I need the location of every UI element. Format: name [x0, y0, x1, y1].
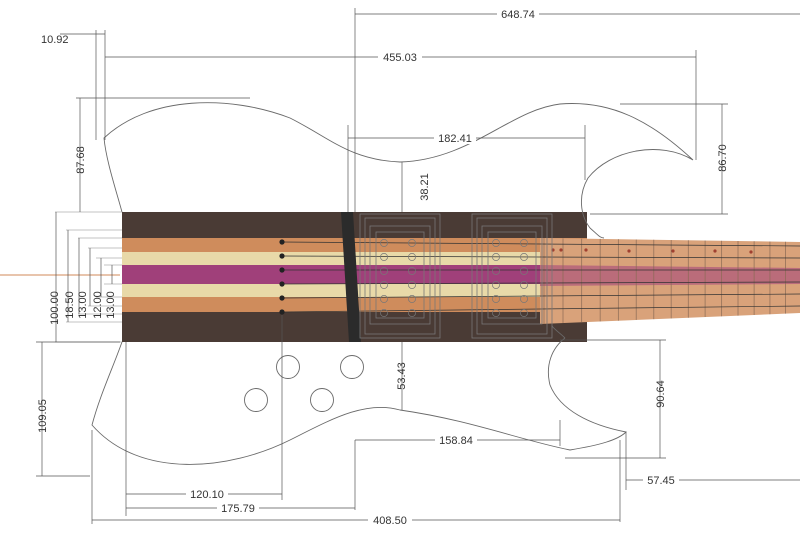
- bridge: [341, 212, 361, 342]
- control-knob: [276, 355, 300, 379]
- pole-piece: [520, 239, 528, 247]
- dim-label-18-50: 18.50: [64, 291, 76, 319]
- pickup-pole-pieces: [380, 239, 528, 317]
- pole-piece: [380, 253, 388, 261]
- pole-piece: [408, 253, 416, 261]
- fret-marker: [584, 248, 588, 252]
- fretboard: [540, 238, 800, 324]
- pole-piece: [492, 281, 500, 289]
- extension-lines: [36, 8, 728, 524]
- fret-marker: [627, 249, 631, 253]
- pole-piece: [492, 253, 500, 261]
- pickup-inner-frames: [375, 231, 537, 319]
- pole-piece: [492, 309, 500, 317]
- pole-piece: [520, 295, 528, 303]
- pole-piece: [380, 239, 388, 247]
- dim-label-13-00a: 13.00: [77, 291, 89, 319]
- fret-marker: [671, 249, 675, 253]
- dim-label-109-05: 109.05: [37, 399, 49, 433]
- dim-label-100-00: 100.00: [49, 291, 61, 325]
- pole-piece: [492, 295, 500, 303]
- control-knobs: [244, 355, 364, 412]
- pole-piece: [380, 295, 388, 303]
- pole-piece: [492, 267, 500, 275]
- dim-label-408-50: 408.50: [373, 515, 407, 527]
- dim-label-120-10: 120.10: [190, 489, 224, 501]
- pole-piece: [380, 281, 388, 289]
- dim-label-57-45: 57.45: [647, 475, 675, 487]
- pole-piece: [492, 239, 500, 247]
- pole-piece: [408, 239, 416, 247]
- strings: [281, 241, 800, 313]
- control-knob: [310, 388, 334, 412]
- dim-label-12-00: 12.00: [92, 291, 104, 319]
- dim-label-13-00b: 13.00: [105, 291, 117, 319]
- dim-label-86-70: 86.70: [717, 144, 729, 172]
- control-knob: [244, 388, 268, 412]
- pole-piece: [520, 267, 528, 275]
- dim-label-90-64: 90.64: [655, 380, 667, 408]
- dim-label-175-79: 175.79: [221, 503, 255, 515]
- laminate-dark-top: [122, 212, 587, 238]
- control-knob: [340, 355, 364, 379]
- dim-label-158-84: 158.84: [439, 435, 473, 447]
- pole-piece: [380, 309, 388, 317]
- dim-label-53-43: 53.43: [396, 362, 408, 390]
- fret-lines: [543, 238, 786, 324]
- pole-piece: [408, 267, 416, 275]
- dim-label-10-92: 10.92: [41, 34, 69, 46]
- string-anchors: [279, 239, 285, 315]
- fret-marker: [559, 248, 563, 252]
- fret-marker: [713, 249, 717, 253]
- pole-piece: [380, 267, 388, 275]
- dim-label-38-21: 38.21: [419, 173, 431, 201]
- dim-label-182-41: 182.41: [438, 133, 472, 145]
- dim-label-87-68: 87.68: [75, 146, 87, 174]
- pole-piece: [408, 309, 416, 317]
- bridge-pickup-rings: [471, 213, 553, 339]
- dimension-labels: 648.74 10.92 455.03 182.41 87.68 86.70 3…: [37, 8, 729, 527]
- pole-piece: [520, 309, 528, 317]
- fret-marker: [749, 250, 753, 254]
- neck-pickup-rings: [359, 213, 441, 339]
- pole-piece: [408, 281, 416, 289]
- dim-label-648-74: 648.74: [501, 9, 535, 21]
- pole-piece: [520, 253, 528, 261]
- pole-piece: [408, 295, 416, 303]
- pole-piece: [520, 281, 528, 289]
- dim-label-455-03: 455.03: [383, 52, 417, 64]
